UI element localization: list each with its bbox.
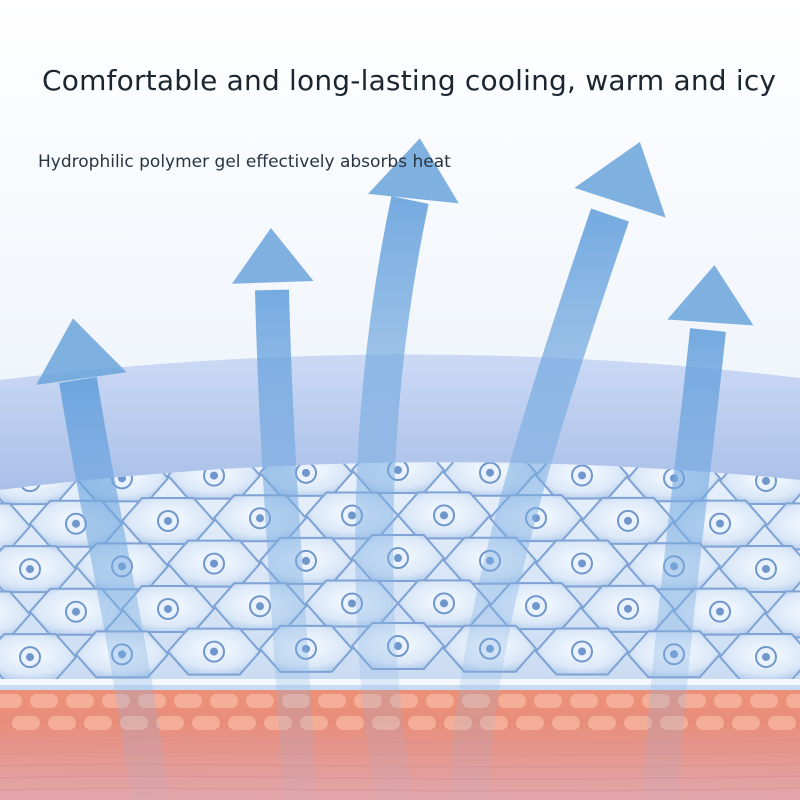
skin-cell-icon bbox=[696, 716, 724, 730]
gel-cell-icon bbox=[167, 627, 261, 676]
skin-cell-icon bbox=[210, 694, 238, 708]
skin-cell-icon bbox=[426, 694, 454, 708]
skin-cell-icon bbox=[624, 716, 652, 730]
skin-cell-icon bbox=[192, 716, 220, 730]
gel-cell-icon bbox=[167, 539, 261, 588]
skin-cell-icon bbox=[786, 694, 800, 708]
skin-cell-icon bbox=[30, 694, 58, 708]
gel-cell-icon bbox=[0, 502, 31, 551]
skin-cell-icon bbox=[408, 716, 436, 730]
skin-cell-icon bbox=[588, 716, 616, 730]
skin-cell-icon bbox=[12, 716, 40, 730]
skin-cell-icon bbox=[174, 694, 202, 708]
skin-cell-icon bbox=[48, 716, 76, 730]
heat-arrow-icon bbox=[642, 265, 754, 800]
skin-cell-icon bbox=[606, 694, 634, 708]
headline: Comfortable and long-lasting cooling, wa… bbox=[42, 64, 777, 97]
heat-arrow-icon bbox=[36, 318, 169, 800]
skin-cell-icon bbox=[246, 694, 274, 708]
heat-arrows bbox=[36, 138, 754, 800]
skin-cell-icon bbox=[750, 694, 778, 708]
skin-cell-icon bbox=[228, 716, 256, 730]
skin-fiber-lines bbox=[0, 739, 800, 792]
skin-cell-icon bbox=[336, 716, 364, 730]
skin-cell-icon bbox=[156, 716, 184, 730]
gel-cell-icon bbox=[121, 584, 215, 633]
skin-cell-icon bbox=[318, 694, 346, 708]
subline: Hydrophilic polymer gel effectively abso… bbox=[38, 152, 451, 172]
gel-cell-icon bbox=[719, 544, 800, 593]
skin-cell-icon bbox=[0, 694, 22, 708]
skin-cell-icon bbox=[714, 694, 742, 708]
gel-dome-band bbox=[0, 354, 800, 500]
gel-cell-icon bbox=[0, 590, 31, 639]
gel-cell-icon bbox=[535, 627, 629, 676]
gel-cell-icon bbox=[581, 496, 675, 545]
heat-arrow-icon bbox=[355, 138, 459, 800]
gel-cell-icon bbox=[397, 491, 491, 540]
heat-arrow-icon bbox=[231, 228, 317, 800]
skin-cell-icon bbox=[516, 716, 544, 730]
skin-cell-icon bbox=[732, 716, 760, 730]
skin-cell-icon bbox=[498, 694, 526, 708]
gel-cell-icon bbox=[535, 539, 629, 588]
gel-cell-icon bbox=[0, 633, 77, 682]
skin-cell-icon bbox=[534, 694, 562, 708]
skin-cell-icon bbox=[84, 716, 112, 730]
skin-cell-icon bbox=[66, 694, 94, 708]
gel-cell-icon bbox=[121, 496, 215, 545]
skin-cell-icon bbox=[552, 716, 580, 730]
skin-cell-icon bbox=[768, 716, 796, 730]
skin-cell-icon bbox=[570, 694, 598, 708]
gel-cell-icon bbox=[719, 632, 800, 681]
heat-arrow-icon bbox=[450, 141, 666, 800]
